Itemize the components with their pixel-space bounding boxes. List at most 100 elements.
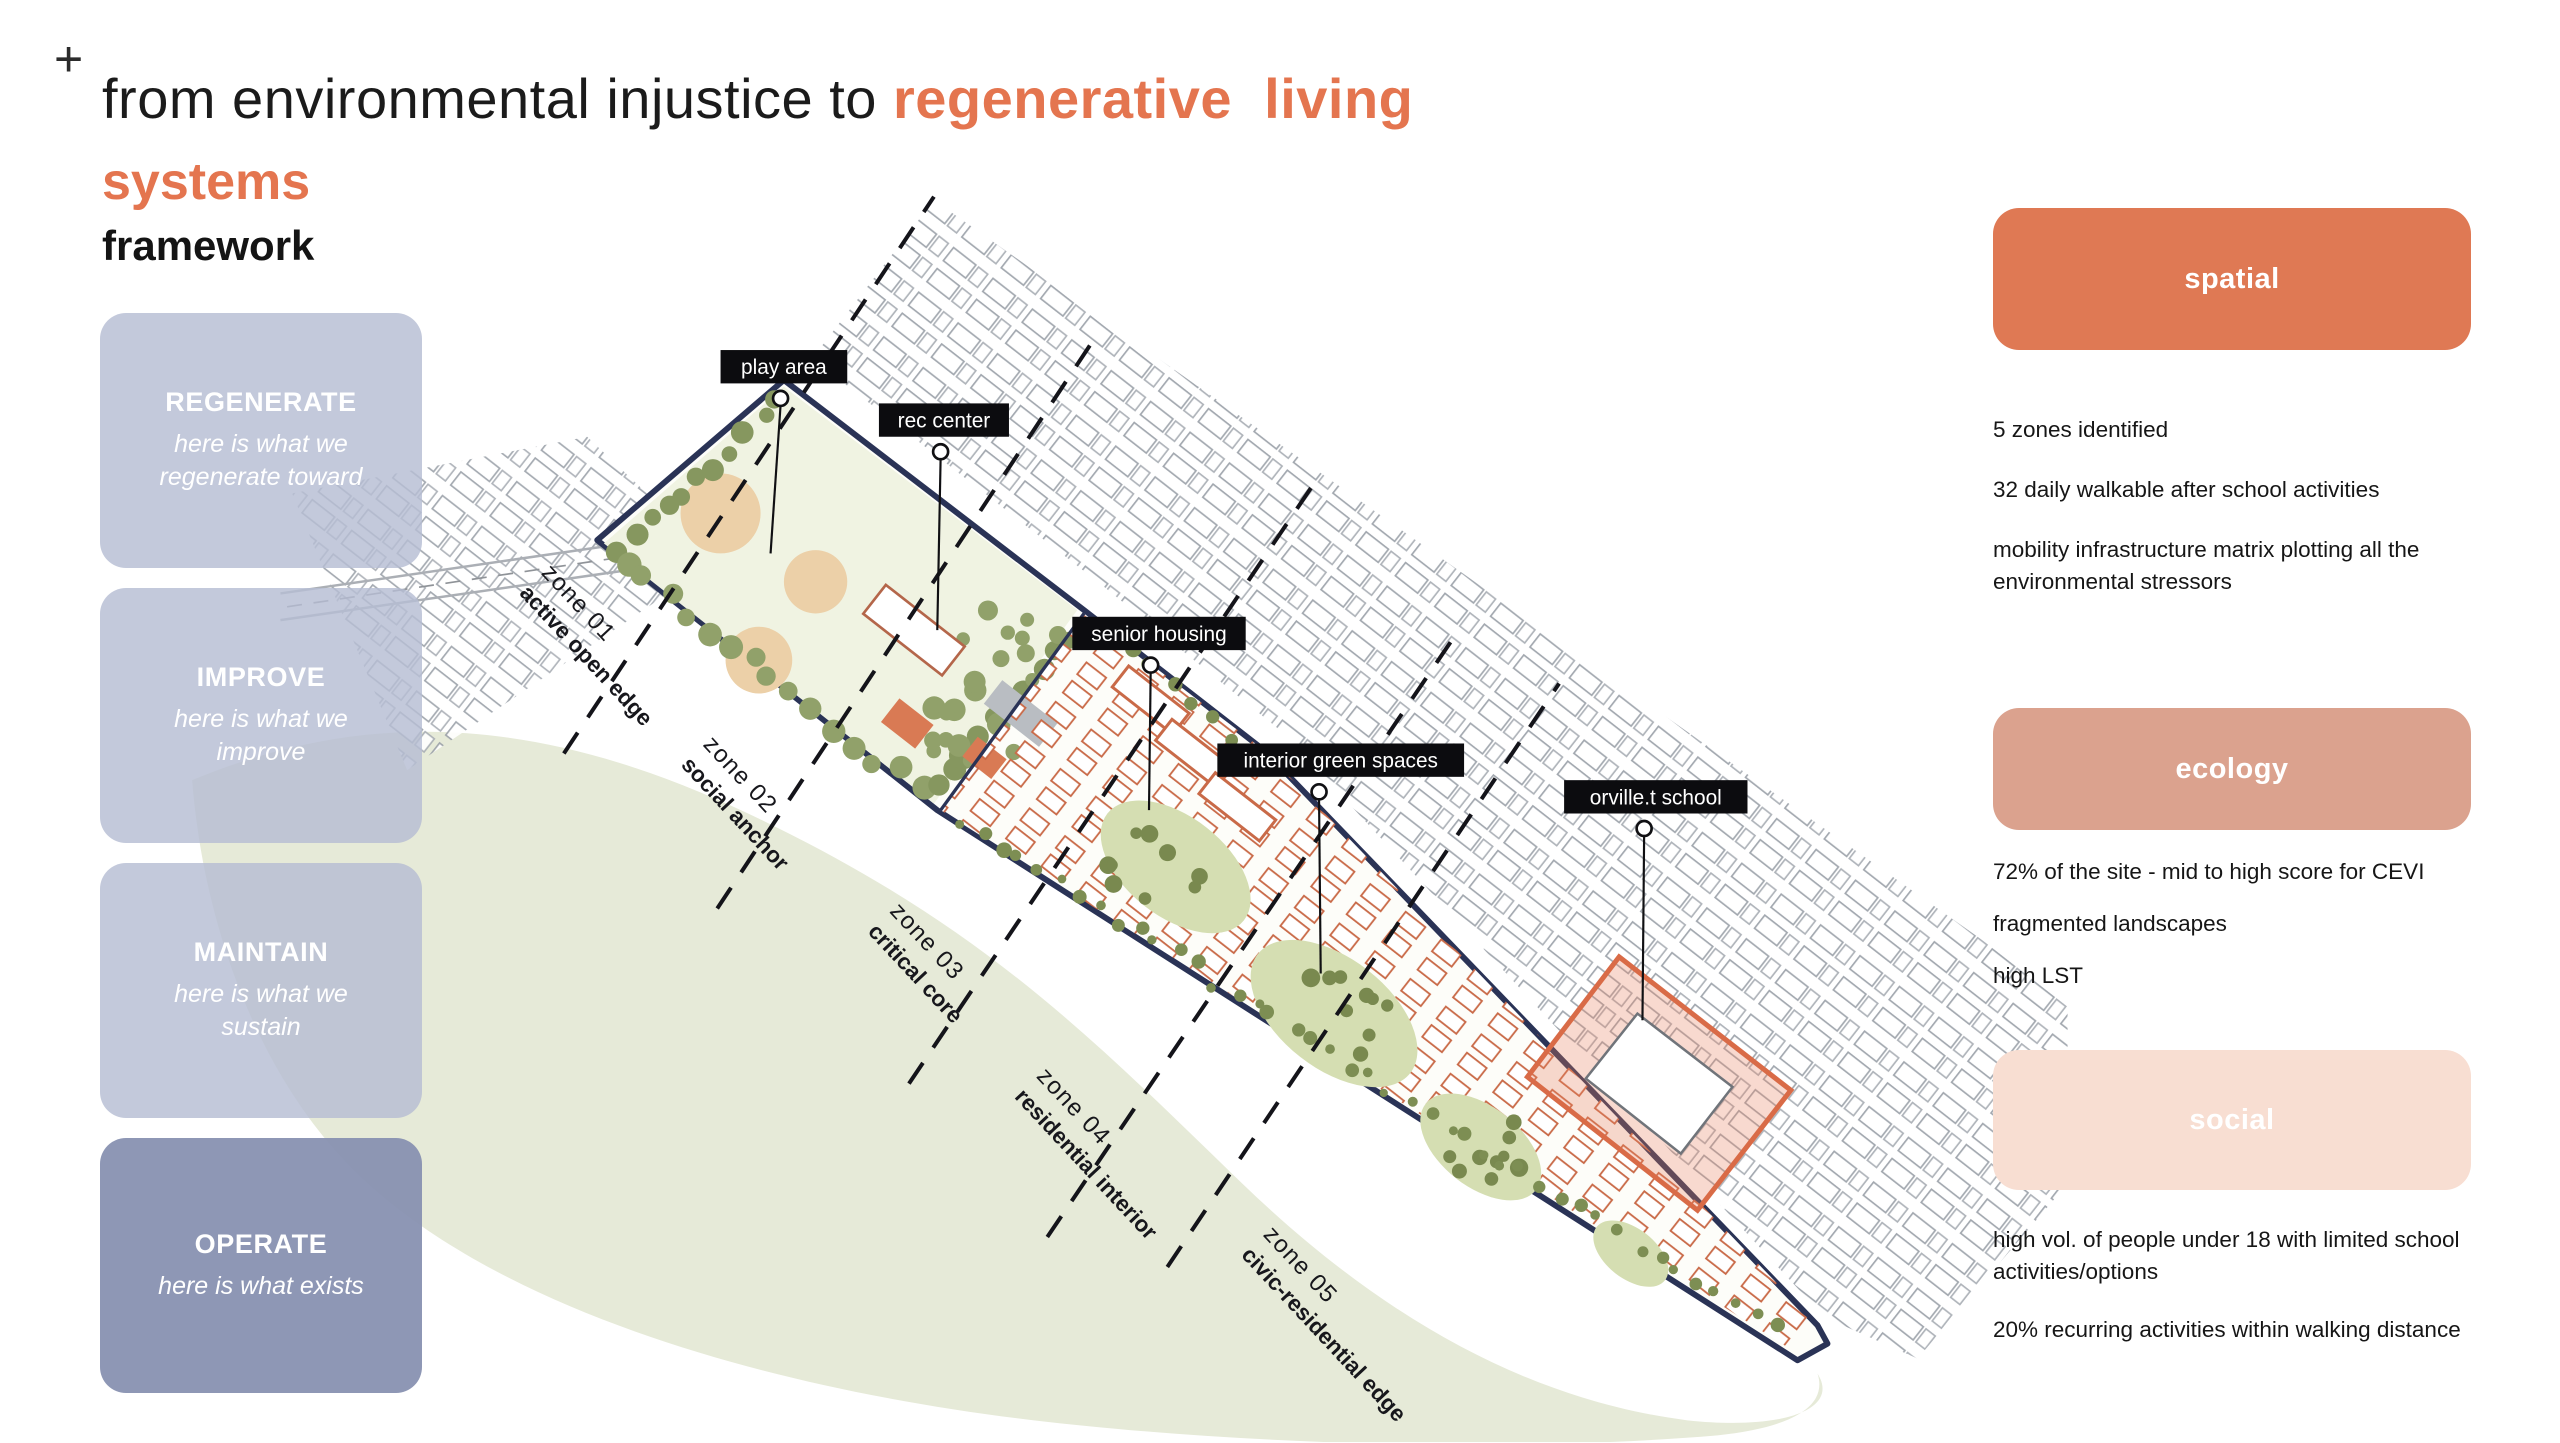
tree-dot xyxy=(1259,1004,1275,1020)
tree-dot xyxy=(1362,1067,1373,1078)
tree-dot xyxy=(1159,844,1177,862)
card-maintain: MAINTAIN here is what we sustain xyxy=(100,863,422,1118)
tree-dot xyxy=(730,421,754,444)
tree-dot xyxy=(1136,921,1150,935)
tree-dot xyxy=(1426,1107,1440,1120)
tree-dot xyxy=(1106,859,1118,871)
card-improve: IMPROVE here is what we improve xyxy=(100,588,422,843)
edge-trees xyxy=(955,625,1785,1333)
tree-dot xyxy=(1770,1317,1785,1333)
tree-dot xyxy=(1366,992,1379,1006)
tree-dot xyxy=(1345,1063,1360,1078)
tag-label: orville.t school xyxy=(1590,786,1722,809)
tree-dot xyxy=(963,670,986,693)
tree-dot xyxy=(1511,1160,1523,1172)
tree-dot xyxy=(1016,644,1035,663)
stat-item: 72% of the site - mid to high score for … xyxy=(1993,859,2425,884)
framework-legend: REGENERATE here is what we regenerate to… xyxy=(100,313,422,1393)
tag-senior-housing: senior housing xyxy=(1072,616,1246,811)
stat-item: 32 daily walkable after school activitie… xyxy=(1993,476,2380,502)
title-prefix: from environmental injustice to xyxy=(102,67,877,130)
zone-divider-lines xyxy=(562,195,1561,1269)
tree-dot xyxy=(1451,1163,1467,1179)
tree-dot xyxy=(979,827,993,841)
tree-dot xyxy=(1352,1046,1369,1062)
axonometric-site-plan: zone 01 active open edge zone 02 social … xyxy=(192,195,2068,1442)
tree-dot xyxy=(721,446,738,462)
tree-dot xyxy=(1147,935,1157,945)
tree-dot xyxy=(1225,733,1239,747)
panel-ecology-header: ecology xyxy=(1993,708,2471,830)
title-systems: systems xyxy=(102,153,311,211)
park-edge-line xyxy=(939,612,1086,812)
tree-dot xyxy=(992,650,1010,668)
city-fabric xyxy=(812,200,2068,1359)
tree-dot xyxy=(719,635,744,660)
tree-dot xyxy=(1130,827,1142,840)
tree-dot xyxy=(1255,999,1265,1009)
panel-spatial-header: spatial xyxy=(1993,208,2471,350)
tree-dot xyxy=(1234,989,1247,1002)
panel-spatial: spatial 5 zones identified 32 daily walk… xyxy=(1993,208,2471,626)
tree-dot xyxy=(1322,970,1337,986)
tree-dot xyxy=(1656,1251,1670,1264)
tree-dot xyxy=(1637,1246,1649,1258)
tree-dot xyxy=(1730,1298,1741,1308)
tree-dot xyxy=(1689,1277,1703,1291)
tree-dot xyxy=(672,488,691,506)
tree-dot xyxy=(1381,999,1394,1012)
panel-social: social high vol. of people under 18 with… xyxy=(1993,1050,2471,1372)
tree-dot xyxy=(1020,612,1035,627)
tree-dot xyxy=(977,600,998,621)
card-title: IMPROVE xyxy=(196,662,326,692)
tree-dot xyxy=(842,736,866,760)
tree-dot xyxy=(1457,1126,1472,1141)
tree-dot xyxy=(1184,696,1198,711)
tree-dot xyxy=(1407,1096,1418,1107)
card-regenerate: REGENERATE here is what we regenerate to… xyxy=(100,313,422,568)
tree-dot xyxy=(928,774,950,796)
tree-dot xyxy=(1303,1031,1318,1046)
tree-dot xyxy=(1191,954,1206,969)
greenspace-blob xyxy=(192,731,1823,1442)
card-description: here is what exists xyxy=(158,1271,364,1300)
tree-dot xyxy=(1030,864,1043,876)
tree-dot xyxy=(1292,1023,1306,1037)
tree-dot xyxy=(996,842,1012,859)
tree-dot xyxy=(1362,1028,1376,1042)
tree-dot xyxy=(1590,1210,1600,1220)
tree-dot xyxy=(1555,1192,1569,1206)
title-framework: framework xyxy=(102,222,315,269)
panel-ecology: ecology 72% of the site - mid to high sc… xyxy=(1993,708,2471,1012)
tree-dot xyxy=(1014,630,1030,646)
tree-dot xyxy=(1325,1044,1335,1054)
panel-ecology-items: 72% of the site - mid to high score for … xyxy=(1993,856,2471,992)
tree-dot xyxy=(1668,1264,1678,1275)
tag-label: interior green spaces xyxy=(1243,750,1438,773)
tag-label: rec center xyxy=(898,410,991,433)
tree-dot xyxy=(1048,625,1067,644)
school-site-highlight xyxy=(1523,953,1795,1214)
tree-dot xyxy=(1448,1126,1458,1136)
tree-dot xyxy=(1533,1180,1546,1194)
tree-dot xyxy=(1479,1150,1489,1160)
tree-dot xyxy=(644,508,662,526)
tree-dot xyxy=(1505,1114,1522,1131)
tree-dot xyxy=(924,731,942,750)
tree-dot xyxy=(1301,968,1321,988)
tree-dot xyxy=(778,681,798,701)
tree-dot xyxy=(1379,1088,1388,1098)
tree-dot xyxy=(1138,892,1152,905)
tree-dot xyxy=(1333,970,1348,984)
tag-interior-green-spaces: interior green spaces xyxy=(1217,743,1465,974)
tree-dot xyxy=(1502,1130,1517,1145)
plus-mark: + xyxy=(54,31,84,87)
tree-dot xyxy=(1009,849,1022,862)
card-operate: OPERATE here is what exists xyxy=(100,1138,422,1393)
tree-dot xyxy=(1140,825,1159,843)
tree-dot xyxy=(698,622,722,647)
panel-social-header: social xyxy=(1993,1050,2471,1190)
tree-dot xyxy=(756,666,776,686)
site-plan-map: zone 01 active open edge zone 02 social … xyxy=(192,150,2101,1442)
